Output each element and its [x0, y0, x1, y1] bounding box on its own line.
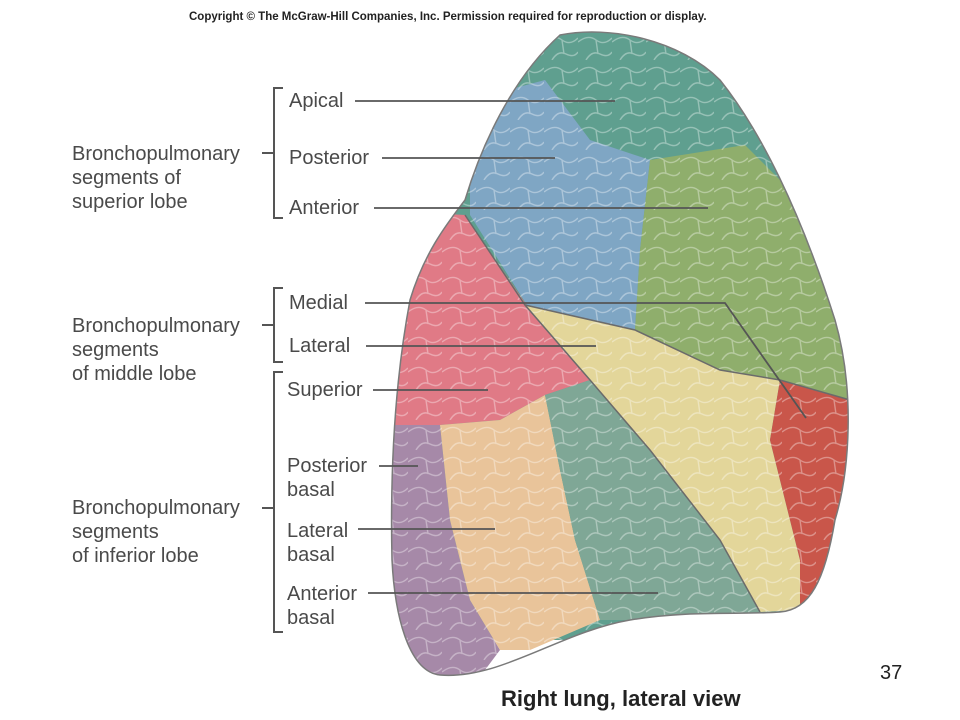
- copyright-notice: Copyright © The McGraw-Hill Companies, I…: [189, 11, 707, 23]
- group-label-middle-lobe: Bronchopulmonary segments of middle lobe: [72, 315, 240, 385]
- page-number: 37: [880, 662, 903, 684]
- label-posterior: Posterior: [289, 147, 370, 169]
- label-medial: Medial: [289, 292, 348, 314]
- lung-body: [391, 32, 849, 676]
- group-label-inferior-lobe: Bronchopulmonary segments of inferior lo…: [72, 497, 240, 567]
- label-posterior-basal: Posterior basal: [287, 455, 368, 501]
- label-anterior-basal: Anterior basal: [287, 583, 358, 629]
- bracket-inferior: [273, 371, 283, 633]
- leader-lines: [355, 100, 807, 594]
- label-lateral: Lateral: [289, 335, 351, 357]
- label-superior: Superior: [287, 379, 363, 401]
- brackets: [262, 87, 283, 633]
- lung-outline: [390, 31, 849, 677]
- leader-medial: [365, 302, 807, 419]
- bracket-superior: [273, 87, 283, 219]
- label-anterior: Anterior: [289, 197, 360, 219]
- figure-caption: Right lung, lateral view: [501, 686, 741, 711]
- label-lateral-basal: Lateral basal: [287, 520, 349, 566]
- label-apical: Apical: [289, 90, 344, 112]
- bracket-middle: [273, 287, 283, 363]
- group-label-superior-lobe: Bronchopulmonary segments of superior lo…: [72, 143, 240, 213]
